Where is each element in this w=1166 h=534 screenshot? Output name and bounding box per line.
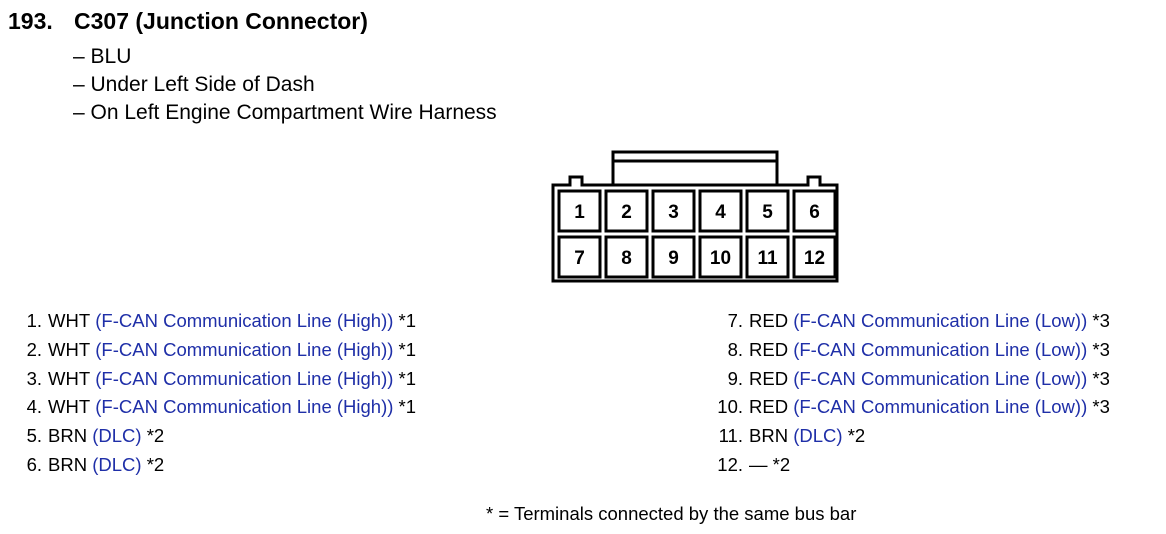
pin-row-7: 7. RED (F-CAN Communication Line (Low)) *… bbox=[705, 307, 1110, 336]
footnote: * = Terminals connected by the same bus … bbox=[486, 503, 857, 524]
wire-color: WHT bbox=[48, 338, 91, 360]
pin-list-left: 1.WHT (F-CAN Communication Line (High)) … bbox=[20, 307, 416, 480]
wire-color: WHT bbox=[48, 367, 91, 389]
pin-note: *2 bbox=[146, 425, 165, 447]
wire-color: RED bbox=[749, 338, 789, 360]
wire-color: WHT bbox=[48, 396, 91, 418]
wire-color: BRN bbox=[48, 425, 88, 447]
detail-harness: – On Left Engine Compartment Wire Harnes… bbox=[73, 101, 497, 124]
pin-note: *2 bbox=[146, 453, 165, 475]
pin-note: *2 bbox=[847, 425, 866, 447]
wire-color: BRN bbox=[48, 453, 88, 475]
pin-description: (F-CAN Communication Line (Low)) bbox=[793, 310, 1088, 331]
terminal-cavity-5 bbox=[745, 189, 790, 233]
pin-note: *3 bbox=[1092, 367, 1110, 389]
pin-row-11: 11. BRN (DLC) *2 bbox=[705, 422, 1110, 451]
pin-number: 2. bbox=[26, 338, 42, 360]
pin-note: *2 bbox=[772, 453, 791, 475]
pin-note: *1 bbox=[398, 310, 417, 331]
pin-row-6: 6. BRN (DLC) *2 bbox=[20, 451, 416, 480]
connector-details: – BLU – Under Left Side of Dash – On Lef… bbox=[73, 43, 497, 127]
pin-row-8: 8. RED (F-CAN Communication Line (Low)) *… bbox=[705, 336, 1110, 365]
pin-number: 11. bbox=[718, 425, 743, 447]
wire-color: — bbox=[749, 453, 768, 475]
pin-row-1: 1.WHT (F-CAN Communication Line (High)) … bbox=[20, 307, 416, 336]
pin-row-3: 3.WHT (F-CAN Communication Line (High)) … bbox=[20, 365, 416, 394]
terminal-number-11: 11 bbox=[757, 248, 778, 269]
pin-description: (DLC) bbox=[793, 425, 843, 447]
terminal-number-1: 1 bbox=[574, 202, 585, 223]
wire-color: BRN bbox=[749, 425, 789, 447]
terminal-number-12: 12 bbox=[804, 248, 825, 269]
pin-note: *3 bbox=[1092, 396, 1110, 418]
pin-row-4: 4.WHT (F-CAN Communication Line (High)) … bbox=[20, 393, 416, 422]
pin-description: (DLC) bbox=[92, 453, 142, 475]
wire-color: WHT bbox=[48, 310, 91, 331]
terminal-number-5: 5 bbox=[762, 202, 773, 223]
terminal-cavity-9 bbox=[651, 235, 696, 279]
terminal-cavity-12 bbox=[792, 235, 837, 279]
pin-row-9: 9. RED (F-CAN Communication Line (Low)) *… bbox=[705, 365, 1110, 394]
connector-body-outline bbox=[551, 175, 839, 283]
pin-description: (F-CAN Communication Line (High)) bbox=[95, 310, 394, 331]
pin-row-10: 10.RED (F-CAN Communication Line (Low)) … bbox=[705, 393, 1110, 422]
pin-description: (F-CAN Communication Line (Low)) bbox=[793, 367, 1088, 389]
wire-color: RED bbox=[749, 310, 789, 331]
pin-number: 5. bbox=[26, 425, 42, 447]
pin-description: (F-CAN Communication Line (Low)) bbox=[793, 338, 1088, 360]
pin-number: 12. bbox=[717, 453, 743, 475]
terminal-cavity-4 bbox=[698, 189, 743, 233]
connector-latch bbox=[611, 150, 779, 185]
pin-row-2: 2.WHT (F-CAN Communication Line (High)) … bbox=[20, 336, 416, 365]
pin-description: (F-CAN Communication Line (High)) bbox=[95, 396, 394, 418]
pin-number: 4. bbox=[26, 396, 42, 418]
connector-title: 193. C307 (Junction Connector) bbox=[8, 8, 368, 35]
terminal-cavity-8 bbox=[604, 235, 649, 279]
terminal-cavity-2 bbox=[604, 189, 649, 233]
pin-note: *1 bbox=[398, 367, 417, 389]
terminal-number-8: 8 bbox=[621, 248, 632, 269]
terminal-cavity-11 bbox=[745, 235, 790, 279]
terminal-cavity-10 bbox=[698, 235, 743, 279]
detail-color: – BLU bbox=[73, 45, 132, 68]
pin-note: *1 bbox=[398, 338, 417, 360]
pin-row-5: 5. BRN (DLC) *2 bbox=[20, 422, 416, 451]
pin-number: 1. bbox=[26, 310, 42, 331]
pin-note: *1 bbox=[398, 396, 417, 418]
detail-location: – Under Left Side of Dash bbox=[73, 73, 315, 96]
connector-name: C307 (Junction Connector) bbox=[74, 8, 368, 34]
pin-description: (DLC) bbox=[92, 425, 142, 447]
pin-number: 10. bbox=[717, 396, 743, 418]
pin-description: (F-CAN Communication Line (High)) bbox=[95, 338, 394, 360]
pin-description: (F-CAN Communication Line (High)) bbox=[95, 367, 394, 389]
pin-list-right: 7. RED (F-CAN Communication Line (Low)) *… bbox=[705, 307, 1110, 480]
terminal-number-9: 9 bbox=[668, 248, 679, 269]
terminal-number-3: 3 bbox=[668, 202, 679, 223]
pin-number: 8. bbox=[727, 338, 743, 360]
pin-number: 3. bbox=[26, 367, 42, 389]
terminal-number-7: 7 bbox=[574, 248, 585, 269]
terminal-number-10: 10 bbox=[710, 248, 731, 269]
pin-row-12: 12. — *2 bbox=[705, 451, 1110, 480]
terminal-cavity-6 bbox=[792, 189, 837, 233]
terminal-number-4: 4 bbox=[715, 202, 726, 223]
pin-description: (F-CAN Communication Line (Low)) bbox=[793, 396, 1088, 418]
pin-note: *3 bbox=[1092, 310, 1110, 331]
wire-color: RED bbox=[749, 367, 789, 389]
wire-color: RED bbox=[749, 396, 789, 418]
terminal-cavity-3 bbox=[651, 189, 696, 233]
terminal-cavity-7 bbox=[557, 235, 602, 279]
terminal-number-2: 2 bbox=[621, 202, 632, 223]
pin-number: 7. bbox=[727, 310, 743, 331]
pin-note: *3 bbox=[1092, 338, 1110, 360]
terminal-number-6: 6 bbox=[809, 202, 820, 223]
pin-number: 9. bbox=[727, 367, 743, 389]
terminal-cavity-1 bbox=[557, 189, 602, 233]
pin-number: 6. bbox=[26, 453, 42, 475]
section-number: 193. bbox=[8, 8, 53, 34]
